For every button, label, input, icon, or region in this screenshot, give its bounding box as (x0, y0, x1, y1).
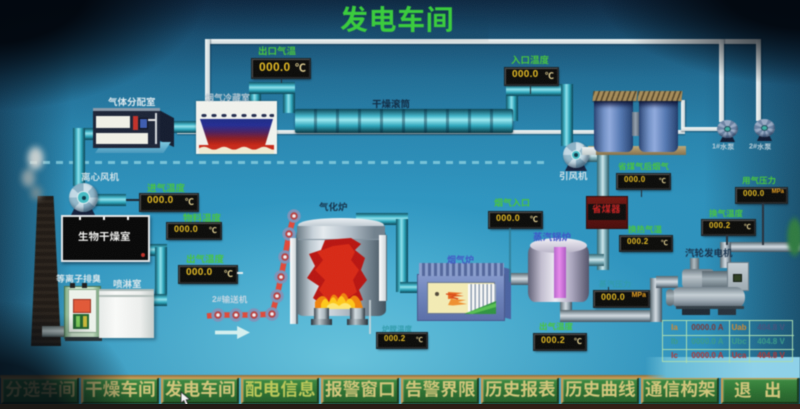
svg-text:1#: 1# (712, 143, 720, 151)
svg-text:2#: 2# (212, 294, 222, 304)
svg-text:2#: 2# (749, 143, 757, 151)
